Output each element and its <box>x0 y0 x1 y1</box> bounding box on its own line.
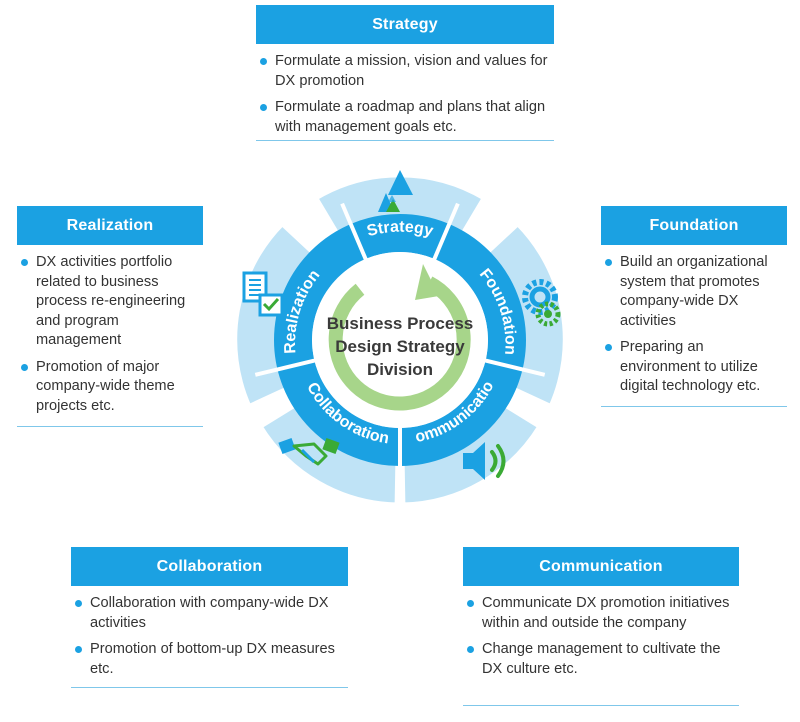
center-title-line: Division <box>367 360 433 379</box>
strategy-card: Strategy Formulate a mission, vision and… <box>256 5 554 141</box>
divider <box>463 705 739 706</box>
foundation-card-title: Foundation <box>601 206 787 245</box>
collaboration-card: Collaboration Collaboration with company… <box>71 547 348 688</box>
list-item: Promotion of bottom-up DX measures etc. <box>71 640 348 679</box>
realization-card: Realization DX activities portfolio rela… <box>17 206 203 427</box>
list-item: Formulate a mission, vision and values f… <box>256 52 554 91</box>
communication-card: Communication Communicate DX promotion i… <box>463 547 739 706</box>
cycle-arrow-icon <box>328 264 471 411</box>
realization-card-title: Realization <box>17 206 203 245</box>
speaker-icon <box>463 442 506 480</box>
list-item: DX activities portfolio related to busin… <box>17 253 203 351</box>
foundation-card-list: Build an organizational system that prom… <box>601 245 787 397</box>
divider <box>71 687 348 688</box>
divider <box>256 140 554 141</box>
list-item: Collaboration with company-wide DX activ… <box>71 594 348 633</box>
checklist-icon <box>242 271 284 317</box>
list-item: Communicate DX promotion initiatives wit… <box>463 594 739 633</box>
communication-card-list: Communicate DX promotion initiatives wit… <box>463 586 739 679</box>
center-title-line: Design Strategy <box>335 337 465 356</box>
mountain-icon <box>378 170 413 212</box>
center-title: Business Process Design Strategy Divisio… <box>327 314 473 379</box>
collaboration-card-list: Collaboration with company-wide DX activ… <box>71 586 348 679</box>
realization-card-list: DX activities portfolio related to busin… <box>17 245 203 416</box>
handshake-icon <box>278 437 340 466</box>
foundation-card: Foundation Build an organizational syste… <box>601 206 787 407</box>
list-item: Preparing an environment to utilize digi… <box>601 338 787 397</box>
strategy-card-list: Formulate a mission, vision and values f… <box>256 44 554 137</box>
divider <box>601 406 787 407</box>
list-item: Build an organizational system that prom… <box>601 253 787 331</box>
list-item: Change management to cultivate the DX cu… <box>463 640 739 679</box>
gears-icon <box>522 279 561 327</box>
list-item: Promotion of major company-wide theme pr… <box>17 358 203 417</box>
list-item: Formulate a roadmap and plans that align… <box>256 98 554 137</box>
strategy-card-title: Strategy <box>256 5 554 44</box>
collaboration-card-title: Collaboration <box>71 547 348 586</box>
dx-wheel: Strategy Foundation Communication Collab… <box>210 150 568 508</box>
divider <box>17 426 203 427</box>
communication-card-title: Communication <box>463 547 739 586</box>
center-title-line: Business Process <box>327 314 473 333</box>
